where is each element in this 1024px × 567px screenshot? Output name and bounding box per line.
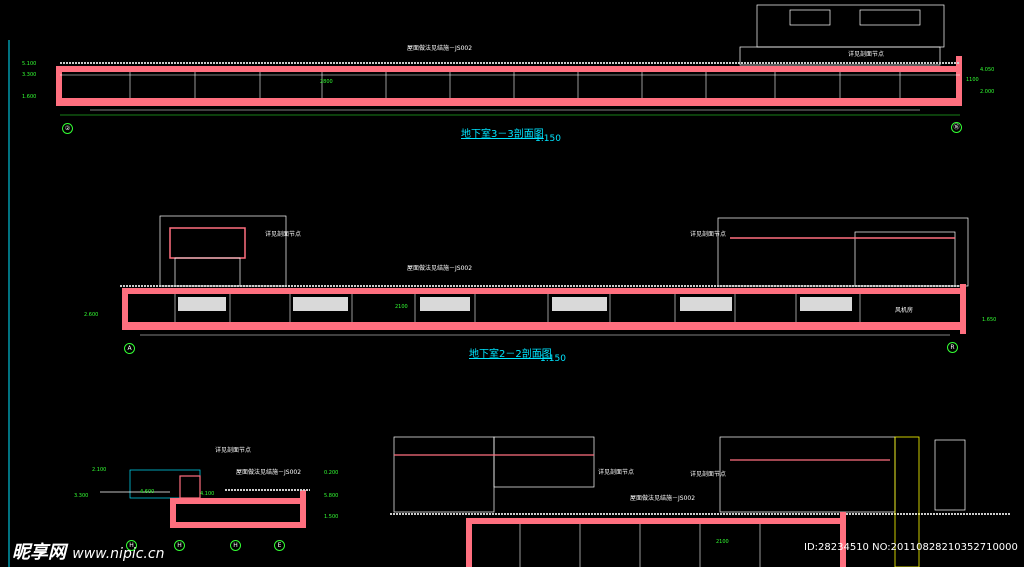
section-1-1-drawing	[100, 469, 310, 528]
section-4-4-drawing	[390, 436, 1010, 567]
section-2-2-axis-left: A	[124, 343, 135, 354]
dim-3: 2.600	[84, 312, 99, 318]
section-3-3-note: 屋面做法见结施－JS002	[407, 45, 473, 52]
section-2-2-tag-left: 详见剖面节点	[265, 231, 302, 238]
section-3-3-tag: 详见剖面节点	[848, 51, 885, 58]
dim-17: 2100	[716, 539, 729, 545]
dim-2: 3.300	[22, 72, 37, 78]
dim-15: 0.200	[324, 470, 339, 476]
section-4-4-note: 屋面做法见结施－JS002	[630, 495, 696, 502]
dim-4: 1.600	[22, 94, 37, 100]
section-2-2-drawing	[120, 215, 969, 336]
dim-7: 1100	[966, 77, 979, 83]
dim-14: 2.100	[92, 467, 107, 473]
section-1-1-axis-2: H	[174, 540, 185, 551]
section-2-2-tag-room: 风机房	[895, 307, 914, 314]
section-1-1-tag: 详见剖面节点	[215, 447, 252, 454]
dim-10: 4.600	[140, 489, 155, 495]
section-2-2-tag-right: 详见剖面节点	[690, 231, 727, 238]
dim-9: 2.000	[980, 89, 995, 95]
section-3-3-axis-right: ⑯	[951, 122, 962, 133]
watermark-brand: 昵享网 www.nipic.cn	[12, 538, 164, 564]
dim-12: 3.300	[74, 493, 89, 499]
section-1-1-axis-3: H	[230, 540, 241, 551]
section-1-1-note: 屋面做法见结施－JS002	[236, 469, 302, 476]
section-3-3-scale: 1:150	[535, 134, 561, 144]
dim-5: 2100	[395, 304, 408, 310]
watermark-brand-text: 昵享网	[12, 542, 66, 563]
section-3-3-drawing	[56, 4, 962, 116]
section-2-2-title: 地下室2－2剖面图	[469, 349, 552, 360]
dim-8: 4.050	[980, 67, 995, 73]
dim-1: 5.100	[22, 61, 37, 67]
section-4-4-tag-right: 详见剖面节点	[690, 471, 727, 478]
watermark-url: www.nipic.cn	[72, 546, 165, 562]
section-4-4-tag-left: 详见剖面节点	[598, 469, 635, 476]
dim-13: 5.800	[324, 493, 339, 499]
section-1-1-axis-1: H	[126, 540, 137, 551]
section-2-2-note: 屋面做法见结施－JS002	[407, 265, 473, 272]
section-3-3-title: 地下室3－3剖面图	[461, 129, 544, 140]
dim-16: 1.500	[324, 514, 339, 520]
dim-6: 2800	[320, 79, 333, 85]
dim-18: 1.650	[982, 317, 997, 323]
section-2-2-scale: 1:150	[540, 354, 566, 364]
section-2-2-axis-right: R	[947, 342, 958, 353]
section-3-3-axis-left: ②	[62, 123, 73, 134]
watermark-id: ID:28234510 NO:20110828210352710000	[804, 542, 1018, 553]
section-1-1-axis-4: E	[274, 540, 285, 551]
dim-11: 4.100	[200, 491, 215, 497]
